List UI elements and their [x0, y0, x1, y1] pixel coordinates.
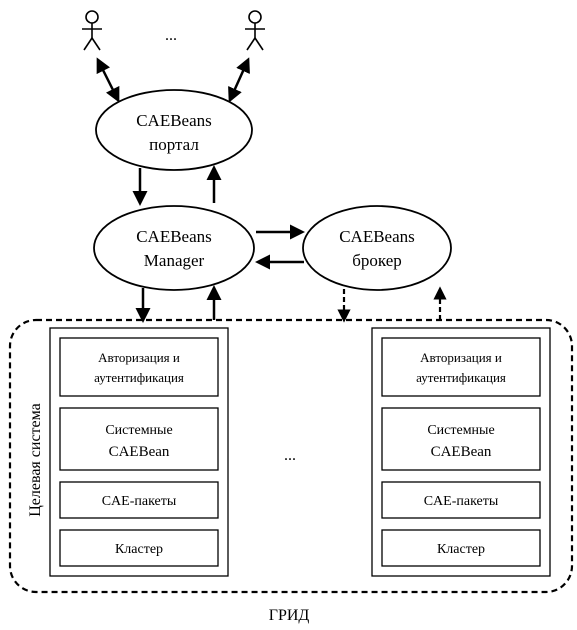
broker-node: [302, 205, 452, 291]
cluster-label: Кластер: [115, 542, 163, 557]
auth-box: [381, 337, 541, 397]
system-caebean-label-line1: Системные: [427, 423, 494, 438]
portal-node: [95, 89, 253, 171]
cluster-label: Кластер: [437, 542, 485, 557]
broker-label-line1: CAEBeans: [339, 227, 415, 246]
cae-packages-box: [59, 481, 219, 519]
user2-portal-arrow: [228, 57, 250, 103]
users-ellipsis: ...: [165, 27, 177, 44]
system-caebean-box: [381, 407, 541, 471]
person-icon: [82, 10, 102, 51]
cae-packages-label: CAE-пакеты: [424, 494, 499, 509]
auth-label-line1: Авторизация и: [98, 350, 180, 365]
target-system-left: Авторизация и аутентификация Системные C…: [49, 327, 229, 577]
manager-label-line1: CAEBeans: [136, 227, 212, 246]
auth-label-line1: Авторизация и: [420, 350, 502, 365]
person-icon: [245, 10, 265, 51]
auth-label-line2: аутентификация: [416, 370, 506, 385]
cluster-box: [59, 529, 219, 567]
user1-portal-arrow: [96, 57, 120, 103]
system-caebean-label-line1: Системные: [105, 423, 172, 438]
system-caebean-box: [59, 407, 219, 471]
broker-label-line2: брокер: [352, 251, 402, 270]
target-system-label: Целевая система: [27, 403, 44, 517]
manager-label-line2: Manager: [144, 251, 205, 270]
cluster-box: [381, 529, 541, 567]
systems-ellipsis: ...: [284, 447, 296, 464]
grid-label: ГРИД: [269, 607, 310, 624]
system-caebean-label-line2: CAEBean: [431, 444, 492, 460]
portal-label-line1: CAEBeans: [136, 111, 212, 130]
portal-label-line2: портал: [149, 135, 199, 154]
grid-boundary: [8, 318, 574, 594]
cae-packages-label: CAE-пакеты: [102, 494, 177, 509]
manager-node: [93, 205, 255, 291]
cae-packages-box: [381, 481, 541, 519]
system-caebean-label-line2: CAEBean: [109, 444, 170, 460]
target-system-right: Авторизация и аутентификация Системные C…: [371, 327, 551, 577]
auth-label-line2: аутентификация: [94, 370, 184, 385]
auth-box: [59, 337, 219, 397]
